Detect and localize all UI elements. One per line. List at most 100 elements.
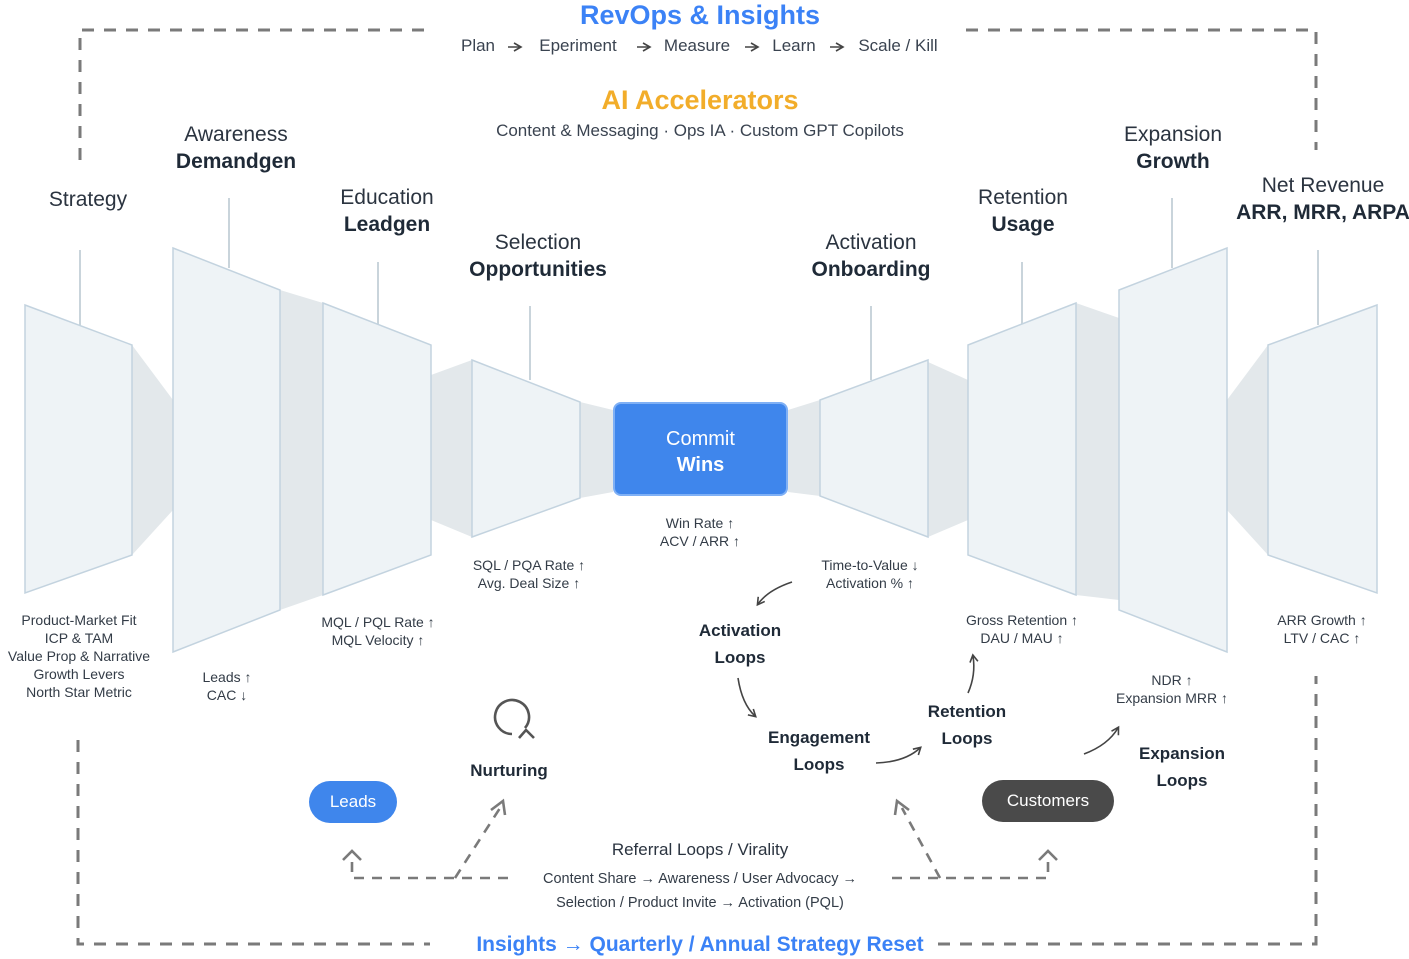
panel-expansion [1118, 246, 1228, 654]
step-plan: Plan [460, 36, 496, 55]
step-scale-kill: Scale / Kill [858, 36, 938, 55]
arrow-engagement-to-retention [875, 746, 922, 764]
arrow-retention-up [967, 653, 979, 694]
panel-net-revenue [1267, 303, 1378, 595]
leads-pill: Leads [309, 781, 397, 823]
metrics-education: MQL / PQL Rate ↑ MQL Velocity ↑ [321, 613, 434, 649]
metric: Product-Market Fit [21, 612, 137, 628]
revops-title: RevOps & Insights [579, 0, 821, 30]
metric: Win Rate ↑ [665, 515, 735, 531]
ai-accelerators-title: AI Accelerators [601, 85, 799, 115]
stage-title: Strategy [48, 188, 128, 211]
step-measure: Measure [663, 36, 731, 55]
metric: CAC ↓ [206, 687, 248, 703]
metrics-commit: Win Rate ↑ ACV / ARR ↑ [660, 514, 740, 550]
metrics-expansion: NDR ↑ Expansion MRR ↑ [1116, 671, 1228, 707]
loop-line: Loops [793, 755, 845, 774]
arrow-expansion-up [1083, 725, 1120, 755]
loop-line: Retention [927, 702, 1007, 721]
metric: MQL / PQL Rate ↑ [321, 614, 435, 630]
metric: ARR Growth ↑ [1277, 612, 1367, 628]
retention-loops: Retention Loops [928, 698, 1006, 752]
stage-title: Awareness [184, 123, 288, 146]
commit-wins-box: Commit Wins [613, 402, 788, 496]
metrics-strategy: Product-Market Fit ICP & TAM Value Prop … [8, 611, 150, 701]
commit-subtitle: Wins [676, 454, 725, 476]
nurturing-label: Nurturing [470, 761, 548, 780]
metrics-activation: Time-to-Value ↓ Activation % ↑ [821, 556, 918, 592]
loop-line: Loops [1156, 771, 1208, 790]
metric: Avg. Deal Size ↑ [477, 575, 581, 591]
stage-title: Retention [978, 186, 1068, 209]
commit-title: Commit [666, 428, 735, 450]
panel-activation [819, 358, 929, 539]
metric: Leads ↑ [202, 669, 252, 685]
stage-retention: Retention Usage [978, 185, 1068, 238]
panel-education [322, 301, 432, 597]
metric: NDR ↑ [1151, 672, 1193, 688]
metrics-selection: SQL / PQA Rate ↑ Avg. Deal Size ↑ [473, 556, 585, 592]
stage-expansion: Expansion Growth [1124, 122, 1222, 175]
step-experiment: Eperiment [539, 36, 617, 55]
stage-title: Activation [825, 231, 917, 254]
panel-retention [967, 301, 1077, 597]
metric: Gross Retention ↑ [965, 612, 1079, 628]
funnel-connectors [132, 290, 1268, 610]
referral-line-2: Selection / Product Invite → Activation … [556, 895, 844, 911]
metric: Activation % ↑ [826, 575, 914, 591]
stage-education: Education Leadgen [340, 185, 433, 238]
metric: Value Prop & Narrative [7, 648, 151, 664]
loop-arrows [493, 581, 1120, 764]
referral-arrowheads [342, 798, 1058, 861]
stage-awareness: Awareness Demandgen [176, 122, 296, 175]
metrics-retention: Gross Retention ↑ DAU / MAU ↑ [966, 611, 1078, 647]
stage-subtitle: Onboarding [811, 258, 931, 281]
stage-title: Selection [494, 231, 582, 254]
referral-dashed-arrows [350, 807, 1050, 880]
metric: MQL Velocity ↑ [331, 632, 425, 648]
stage-subtitle: Leadgen [343, 213, 431, 236]
metric: ACV / ARR ↑ [659, 533, 741, 549]
footer-strategy-reset: Insights → Quarterly / Annual Strategy R… [476, 933, 924, 956]
metric: Expansion MRR ↑ [1115, 690, 1229, 706]
stage-subtitle: Usage [991, 213, 1055, 236]
ai-accelerators-items: Content & Messaging · Ops IA · Custom GP… [496, 121, 904, 140]
metric: Time-to-Value ↓ [821, 557, 919, 573]
loop-line: Expansion [1139, 744, 1225, 763]
panel-selection [471, 358, 581, 539]
funnel-panels [24, 246, 1378, 654]
loop-line: Loops [941, 729, 993, 748]
stage-subtitle: Growth [1136, 150, 1210, 173]
stage-strategy: Strategy [49, 187, 127, 213]
expansion-loops: Expansion Loops [1139, 740, 1225, 794]
nurturing-icon [493, 698, 531, 736]
stage-net-revenue: Net Revenue ARR, MRR, ARPA [1236, 173, 1409, 226]
referral-line-1: Content Share → Awareness / User Advocac… [542, 871, 858, 887]
stage-subtitle: Demandgen [175, 150, 297, 173]
metric: ICP & TAM [44, 630, 114, 646]
stage-selection: Selection Opportunities [469, 230, 607, 283]
panel-strategy [24, 303, 133, 595]
metric: DAU / MAU ↑ [980, 630, 1064, 646]
engagement-loops: Engagement Loops [768, 724, 870, 778]
loop-line: Loops [714, 648, 766, 667]
stage-title: Education [340, 186, 434, 209]
stage-title: Net Revenue [1261, 174, 1385, 197]
leader-lines [79, 198, 1319, 380]
metric: Growth Levers [33, 666, 125, 682]
loop-line: Activation [698, 621, 782, 640]
customers-pill: Customers [982, 780, 1114, 822]
loop-line: Engagement [767, 728, 871, 747]
metric: North Star Metric [26, 684, 132, 700]
arrow-to-activation-loops [756, 581, 793, 607]
stage-subtitle: Opportunities [469, 258, 607, 281]
activation-loops: Activation Loops [699, 617, 781, 671]
panel-awareness [172, 246, 281, 654]
referral-title: Referral Loops / Virality [611, 840, 789, 859]
metrics-net-revenue: ARR Growth ↑ LTV / CAC ↑ [1277, 611, 1366, 647]
stage-subtitle: ARR, MRR, ARPA [1236, 201, 1409, 224]
metric: LTV / CAC ↑ [1283, 630, 1361, 646]
step-learn: Learn [772, 36, 816, 55]
metric: SQL / PQA Rate ↑ [472, 557, 586, 573]
